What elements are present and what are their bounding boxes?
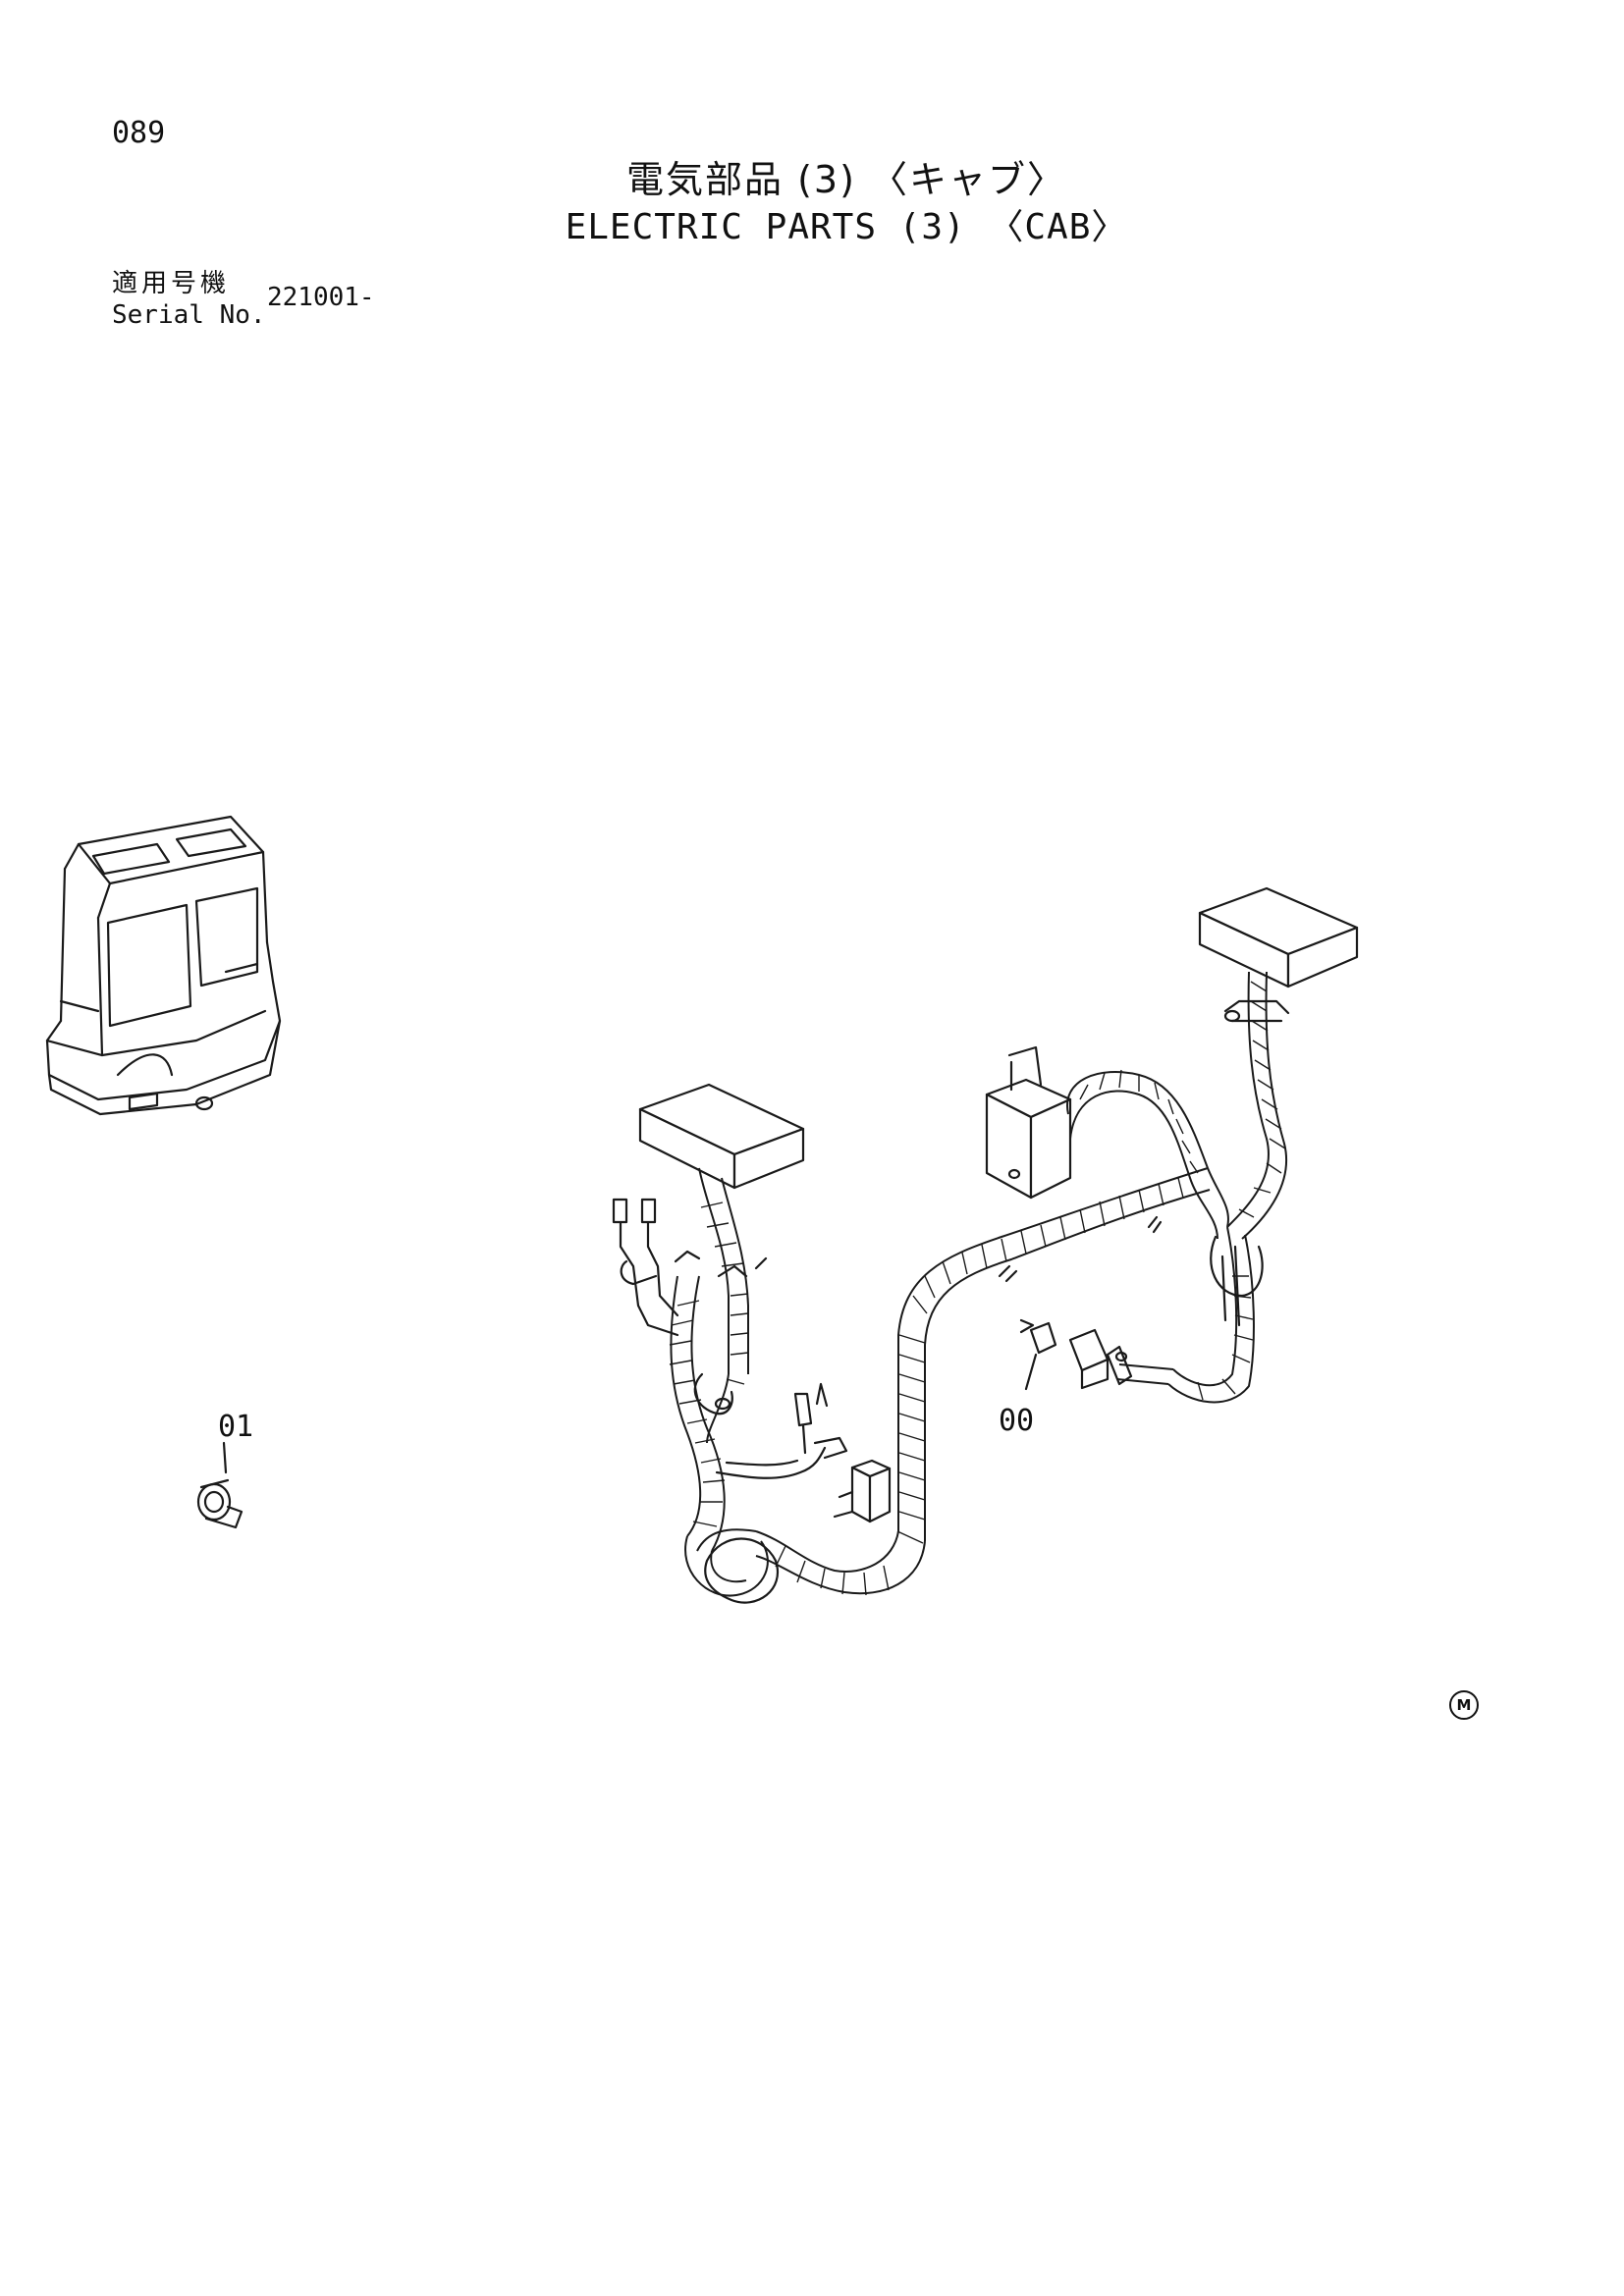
page-number: 089 xyxy=(112,116,166,150)
wiring-harness-assembly xyxy=(612,886,1359,1604)
serial-label-english: Serial No. xyxy=(112,300,266,330)
circled-m-mark: M xyxy=(1449,1690,1479,1720)
page-title-english: ELECTRIC PARTS (3) 〈CAB〉 xyxy=(565,207,1128,247)
callout-label-clamp: 01 xyxy=(218,1410,254,1444)
serial-number-value: 221001- xyxy=(267,283,375,312)
page-title-japanese: 電気部品 (3) 〈キャブ〉 xyxy=(626,158,1066,201)
serial-label-japanese: 適用号機 xyxy=(112,269,231,298)
callout-label-harness: 00 xyxy=(999,1404,1035,1438)
cab-overview-illustration xyxy=(45,815,282,1116)
clamp-part-01 xyxy=(196,1441,244,1529)
